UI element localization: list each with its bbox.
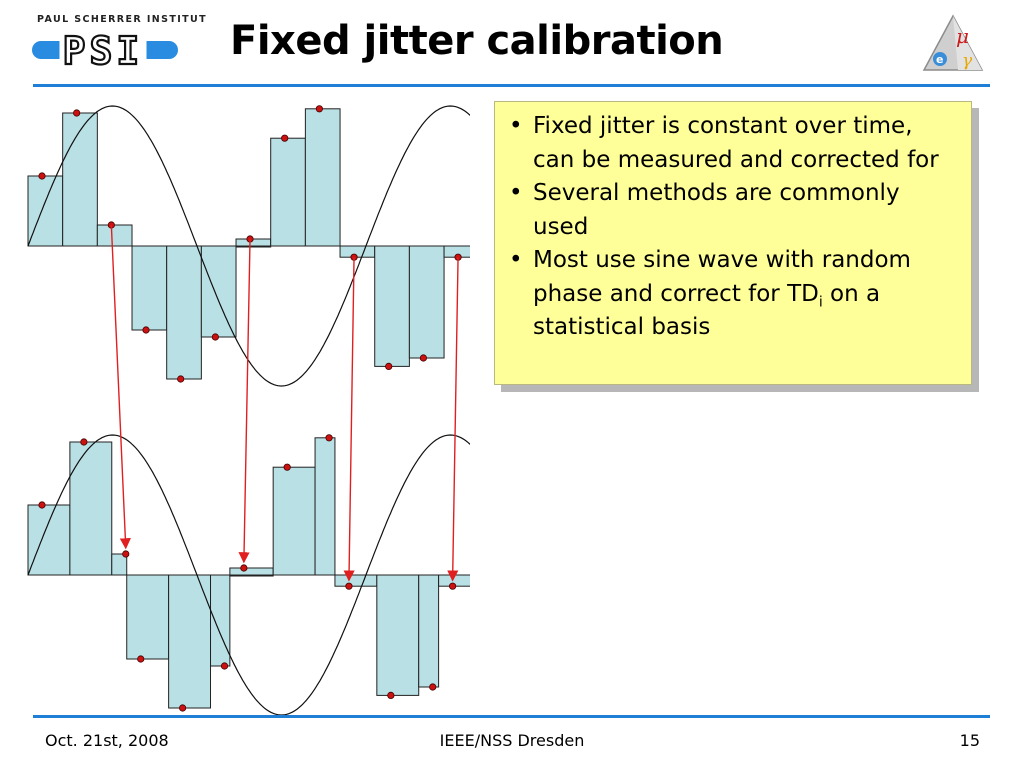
sample-bar [131,245,168,331]
sample-bar [314,437,336,576]
sample-point [429,683,437,691]
sample-bar [96,224,133,247]
sample-bar [27,175,64,247]
sine-wave [27,105,470,387]
sample-point [122,550,130,558]
sample-point [283,463,291,471]
sample-bar [376,574,420,696]
sample-point [387,691,395,700]
sample-point [449,582,457,590]
logo-plate [59,31,147,69]
sample-bar [200,245,237,338]
sample-point [137,655,145,663]
sample-bar [408,245,445,359]
footer-rule [33,715,990,718]
logo-text: PSI [63,30,144,73]
sample-bar [27,504,71,576]
logo-caption: PAUL SCHERRER INSTITUT [37,14,208,25]
sample-point [177,375,185,383]
ideal-sampling-panel [27,105,470,387]
page-number: 15 [959,731,980,750]
sine-wave [27,434,470,715]
pyramid-logo-icon: μ e γ [922,14,984,71]
note-box: Fixed jitter is constant over time, can … [494,101,972,385]
electron-symbol: e [936,53,943,66]
sample-point [38,501,46,509]
sample-point [211,333,219,341]
sample-point [240,564,248,572]
sample-point [419,354,427,362]
bullet-item: Fixed jitter is constant over time, can … [505,110,957,177]
sample-bar [339,245,376,258]
pyramid-face [953,16,982,70]
jitter-arrow [343,257,355,582]
sample-point [281,134,289,142]
sample-bar [62,112,98,247]
gamma-symbol: γ [962,51,973,71]
footer-event: IEEE/NSS Dresden [439,731,585,750]
footer-date: Oct. 21st, 2008 [45,731,169,750]
mu-symbol: μ [956,24,969,48]
sample-point [142,326,150,334]
jittered-sampling-panel [27,434,470,715]
jitter-arrows [110,224,459,582]
sample-bar [270,137,306,247]
sample-bar [374,245,410,367]
sample-point [80,438,88,446]
sample-bar [126,574,170,660]
jitter-arrow [447,257,459,582]
sample-point [73,109,81,117]
sample-bar [334,574,378,587]
electron-dot [933,52,947,66]
sample-bar [210,574,231,667]
bullet-item: Most use sine wave with random phase and… [505,244,957,345]
jitter-arrow [110,224,131,550]
sample-point [325,434,333,442]
bullet-item: Several methods are commonly used [505,177,957,244]
sample-bar [418,574,440,688]
bullet-list: Fixed jitter is constant over time, can … [505,110,957,345]
sample-point [345,582,353,590]
sample-point [38,172,46,180]
sample-point [315,105,323,113]
jitter-diagram [27,105,470,715]
sample-bar [272,466,316,576]
jitter-arrow [238,238,251,564]
page-title: Fixed jitter calibration [230,18,724,64]
header-rule [33,84,990,87]
sample-point [385,362,393,370]
sample-bar [69,441,113,576]
sample-point [179,704,187,712]
sample-point [220,662,229,670]
psi-logo-mark: PSI [32,30,178,74]
sample-bar [166,245,202,380]
sample-bar [304,108,341,247]
